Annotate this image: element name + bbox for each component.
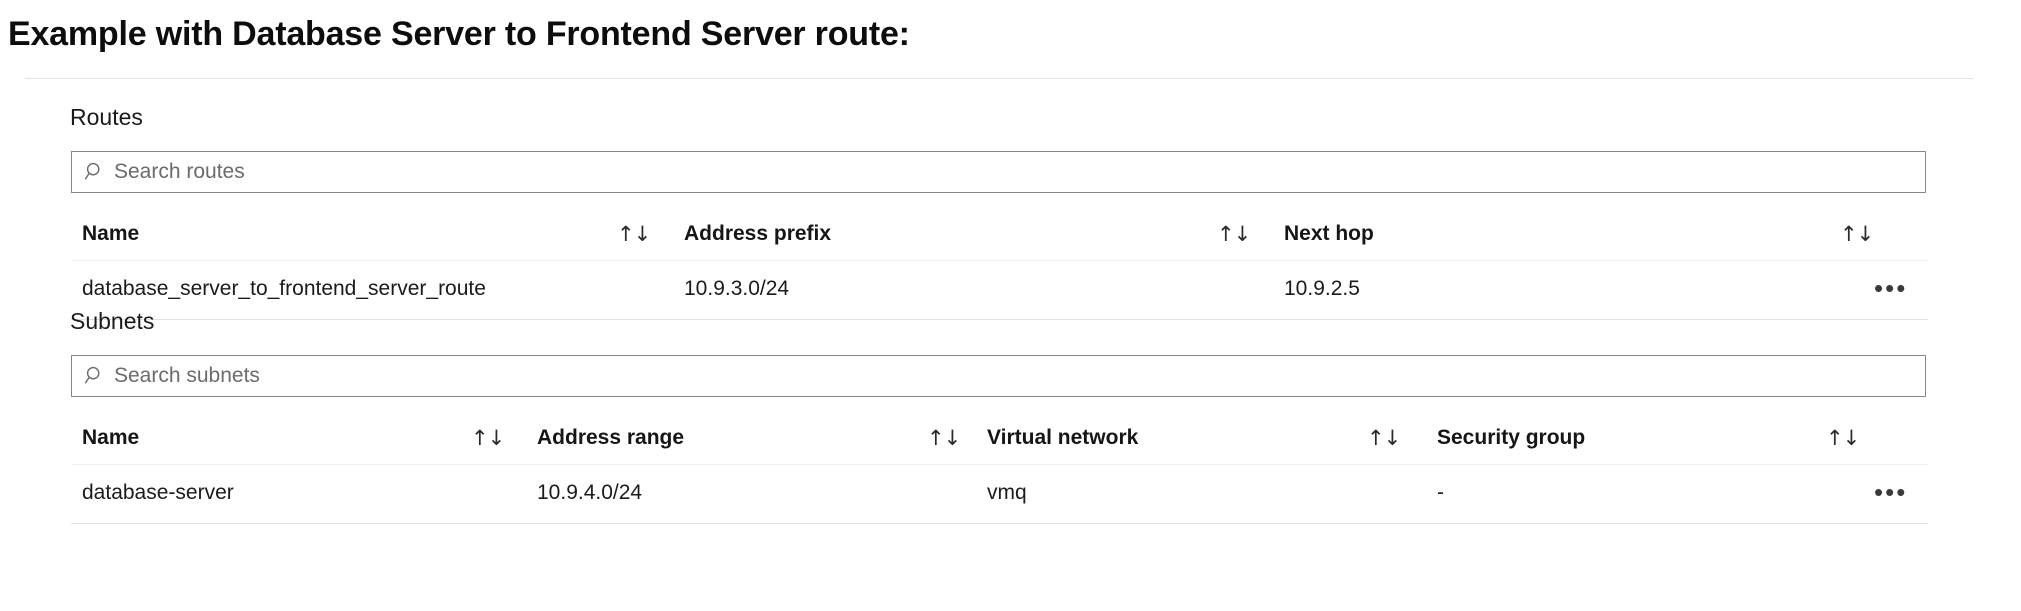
subnets-section-label: Subnets bbox=[70, 308, 155, 334]
routes-cell-address-prefix: 10.9.3.0/24 bbox=[684, 277, 790, 300]
routes-table-row[interactable]: database_server_to_frontend_server_route… bbox=[0, 260, 2021, 320]
subnets-col-address-range[interactable]: Address range bbox=[537, 426, 685, 449]
subnets-table-header: Name ↑↓ Address range ↑↓ Virtual network… bbox=[0, 412, 2021, 465]
search-icon bbox=[84, 366, 100, 384]
routes-col-next-hop[interactable]: Next hop bbox=[1284, 222, 1374, 245]
routes-section-label: Routes bbox=[70, 104, 143, 130]
subnets-cell-address-range: 10.9.4.0/24 bbox=[537, 481, 643, 504]
routes-table: Name ↑↓ Address prefix ↑↓ Next hop ↑↓ da… bbox=[0, 208, 2021, 320]
routes-sort-next-hop-icon[interactable]: ↑↓ bbox=[1840, 222, 1874, 246]
search-routes-placeholder: Search routes bbox=[114, 160, 245, 183]
subnets-header-divider bbox=[71, 464, 1928, 465]
subnets-table-row[interactable]: database-server 10.9.4.0/24 vmq - ••• bbox=[0, 464, 2021, 524]
subnets-table: Name ↑↓ Address range ↑↓ Virtual network… bbox=[0, 412, 2021, 524]
subnets-row-divider bbox=[71, 523, 1928, 524]
subnets-row-more-actions-button[interactable]: ••• bbox=[1874, 477, 1908, 507]
subnets-sort-security-group-icon[interactable]: ↑↓ bbox=[1826, 426, 1860, 450]
subnets-sort-address-range-icon[interactable]: ↑↓ bbox=[927, 426, 961, 450]
routes-col-name[interactable]: Name bbox=[82, 222, 140, 245]
subnets-col-security-group[interactable]: Security group bbox=[1437, 426, 1586, 449]
subnets-cell-virtual-network: vmq bbox=[987, 481, 1027, 504]
routes-row-divider bbox=[71, 319, 1928, 320]
routes-sort-address-prefix-icon[interactable]: ↑↓ bbox=[1217, 222, 1251, 246]
subnets-sort-name-icon[interactable]: ↑↓ bbox=[471, 426, 505, 450]
page-title: Example with Database Server to Frontend… bbox=[8, 15, 910, 53]
subnets-sort-virtual-network-icon[interactable]: ↑↓ bbox=[1367, 426, 1401, 450]
routes-header-divider bbox=[71, 260, 1928, 261]
search-subnets-placeholder: Search subnets bbox=[114, 364, 260, 387]
search-routes-input[interactable]: Search routes bbox=[71, 151, 1926, 193]
search-icon bbox=[84, 162, 100, 180]
title-divider bbox=[25, 78, 1973, 79]
subnets-cell-security-group: - bbox=[1437, 481, 1444, 504]
search-subnets-input[interactable]: Search subnets bbox=[71, 355, 1926, 397]
routes-row-more-actions-button[interactable]: ••• bbox=[1874, 273, 1908, 303]
subnets-col-virtual-network[interactable]: Virtual network bbox=[987, 426, 1139, 449]
routes-table-header: Name ↑↓ Address prefix ↑↓ Next hop ↑↓ bbox=[0, 208, 2021, 261]
routes-sort-name-icon[interactable]: ↑↓ bbox=[617, 222, 651, 246]
subnets-cell-name[interactable]: database-server bbox=[82, 481, 234, 504]
routes-cell-next-hop: 10.9.2.5 bbox=[1284, 277, 1360, 300]
routes-col-address-prefix[interactable]: Address prefix bbox=[684, 222, 832, 245]
subnets-col-name[interactable]: Name bbox=[82, 426, 140, 449]
routes-cell-name[interactable]: database_server_to_frontend_server_route bbox=[82, 277, 486, 300]
